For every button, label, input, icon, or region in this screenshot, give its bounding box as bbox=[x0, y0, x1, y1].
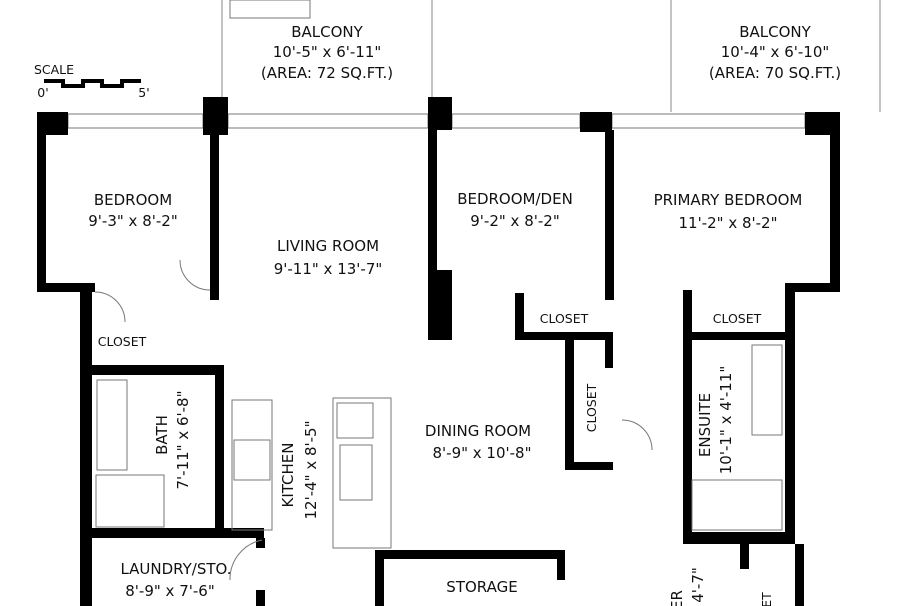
room-closet-hall: CLOSET bbox=[584, 383, 599, 432]
room-dims: 9'-11" x 13'-7" bbox=[274, 260, 383, 278]
room-name: KITCHEN bbox=[279, 443, 297, 508]
scale-bar: SCALE 0' 5' bbox=[34, 62, 150, 100]
room-ensuite: ENSUITE 10'-1" x 4'-11" bbox=[696, 366, 735, 475]
room-dims: 8'-9" x 10'-8" bbox=[432, 444, 531, 462]
scale-end: 5' bbox=[138, 85, 149, 100]
balcony-outlines bbox=[221, 0, 881, 112]
room-name: BEDROOM bbox=[94, 191, 172, 209]
room-name: ENSUITE bbox=[696, 393, 714, 457]
room-dims: 9'-3" x 8'-2" bbox=[88, 212, 177, 230]
room-dims: 11'-2" x 8'-2" bbox=[678, 214, 777, 232]
room-bedroom: BEDROOM 9'-3" x 8'-2" bbox=[88, 191, 177, 230]
scale-label: SCALE bbox=[34, 62, 74, 77]
room-dims: 4'-7" bbox=[689, 567, 707, 603]
room-storage: STORAGE bbox=[446, 578, 517, 596]
room-dims: 10'-4" x 6'-10" bbox=[721, 43, 830, 61]
room-name: ER bbox=[668, 590, 686, 606]
room-balcony-left: BALCONY 10'-5" x 6'-11" (AREA: 72 SQ.FT.… bbox=[261, 23, 393, 82]
room-name: BEDROOM/DEN bbox=[457, 190, 573, 208]
room-closet-den: CLOSET bbox=[540, 311, 589, 326]
room-kitchen: KITCHEN 12'-4" x 8'-5" bbox=[279, 420, 320, 519]
room-bath: BATH 7'-11" x 6'-8" bbox=[153, 390, 192, 489]
room-partial-closet: ET bbox=[759, 592, 774, 606]
room-bedroom-den: BEDROOM/DEN 9'-2" x 8'-2" bbox=[457, 190, 573, 230]
walls bbox=[37, 97, 840, 606]
room-dims: 10'-1" x 4'-11" bbox=[717, 366, 735, 475]
room-primary-bedroom: PRIMARY BEDROOM 11'-2" x 8'-2" bbox=[654, 191, 803, 232]
room-dims: 8'-9" x 7'-6" bbox=[125, 582, 214, 600]
room-balcony-right: BALCONY 10'-4" x 6'-10" (AREA: 70 SQ.FT.… bbox=[709, 23, 841, 82]
room-name: DINING ROOM bbox=[425, 422, 531, 440]
room-closet-bedroom: CLOSET bbox=[98, 334, 147, 349]
room-dims: 9'-2" x 8'-2" bbox=[470, 212, 559, 230]
room-laundry: LAUNDRY/STO. 8'-9" x 7'-6" bbox=[120, 560, 231, 600]
scale-start: 0' bbox=[37, 85, 48, 100]
room-living-room: LIVING ROOM 9'-11" x 13'-7" bbox=[274, 237, 383, 278]
room-name: BALCONY bbox=[739, 23, 811, 41]
room-name: BATH bbox=[153, 415, 171, 455]
room-area: (AREA: 72 SQ.FT.) bbox=[261, 64, 393, 82]
room-name: PRIMARY BEDROOM bbox=[654, 191, 803, 209]
room-dining-room: DINING ROOM 8'-9" x 10'-8" bbox=[425, 422, 532, 462]
room-dims: 7'-11" x 6'-8" bbox=[174, 390, 192, 489]
room-name: LIVING ROOM bbox=[277, 237, 379, 255]
fixtures bbox=[94, 259, 783, 581]
room-dims: 12'-4" x 8'-5" bbox=[302, 420, 320, 519]
room-name: BALCONY bbox=[291, 23, 363, 41]
room-dims: 10'-5" x 6'-11" bbox=[273, 43, 382, 61]
room-partial: ER 4'-7" bbox=[668, 567, 707, 606]
room-closet-primary: CLOSET bbox=[713, 311, 762, 326]
room-area: (AREA: 70 SQ.FT.) bbox=[709, 64, 841, 82]
room-name: LAUNDRY/STO. bbox=[120, 560, 231, 578]
